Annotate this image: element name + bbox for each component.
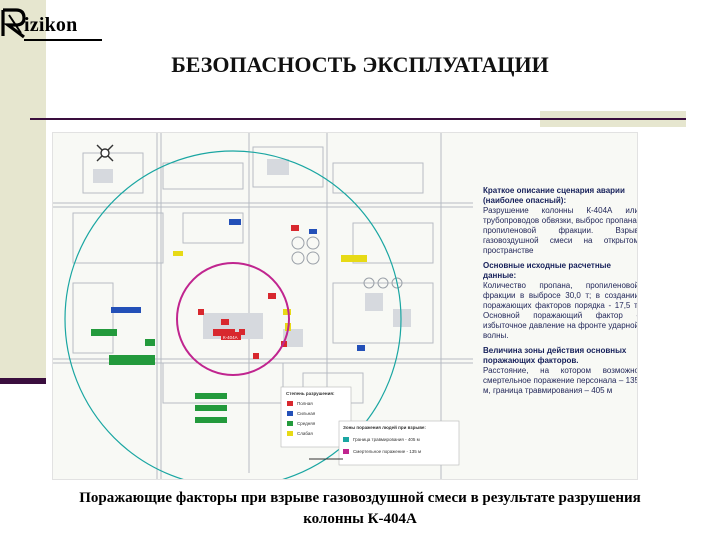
page-title: БЕЗОПАСНОСТЬ ЭКСПЛУАТАЦИИ — [171, 52, 549, 77]
caption-line-1: Поражающие факторы при взрыве газовоздуш… — [79, 490, 641, 506]
caption-line-2: колонны К-404А — [303, 511, 417, 527]
legend-zones-title: Зоны поражения людей при взрыве: — [343, 424, 426, 430]
k404-label: К-404А — [223, 335, 238, 340]
title-rule — [30, 118, 686, 120]
site-plan-drawing: К-404А Степень разрушения: Полная Сильна… — [53, 133, 473, 479]
input-data-heading: Основные исходные расчетные данные: — [483, 261, 611, 280]
input-data-text: Количество пропана, пропиленовой фракции… — [483, 281, 638, 340]
fatal-zone-circle — [176, 262, 290, 376]
legend-damage-item: Средняя — [297, 421, 316, 426]
legend-zone-item: Смертельное поражение - 135 м — [353, 449, 421, 454]
zones-heading: Величина зоны действия основных поражающ… — [483, 346, 627, 365]
scenario-heading: Краткое описание сценария аварии (наибол… — [483, 186, 625, 205]
injury-boundary-circle — [64, 150, 402, 479]
left-decor-accent — [0, 378, 46, 384]
figure-caption: Поражающие факторы при взрыве газовоздуш… — [10, 488, 710, 530]
logo-underline — [24, 39, 102, 41]
logo-text: izikon — [24, 14, 78, 36]
left-decor-bar — [0, 0, 46, 384]
scenario-description: Краткое описание сценария аварии (наибол… — [483, 181, 638, 396]
site-plan-figure: К-404А Степень разрушения: Полная Сильна… — [52, 132, 638, 480]
zones-text: Расстояние, на котором возможно смертель… — [483, 366, 638, 395]
legend-damage-item: Сильная — [297, 411, 316, 416]
legend-damage-item: Полная — [297, 401, 313, 406]
rizikon-logo-mark — [1, 8, 26, 39]
rizikon-logo: izikon — [0, 4, 110, 41]
legend-damage-title: Степень разрушения: — [286, 391, 335, 396]
scenario-text: Разрушение колонны К-404А или трубопрово… — [483, 206, 638, 255]
legend-zone-item: Граница травмирования - 405 м — [353, 437, 420, 442]
legend-damage-item: Слабая — [297, 431, 313, 436]
